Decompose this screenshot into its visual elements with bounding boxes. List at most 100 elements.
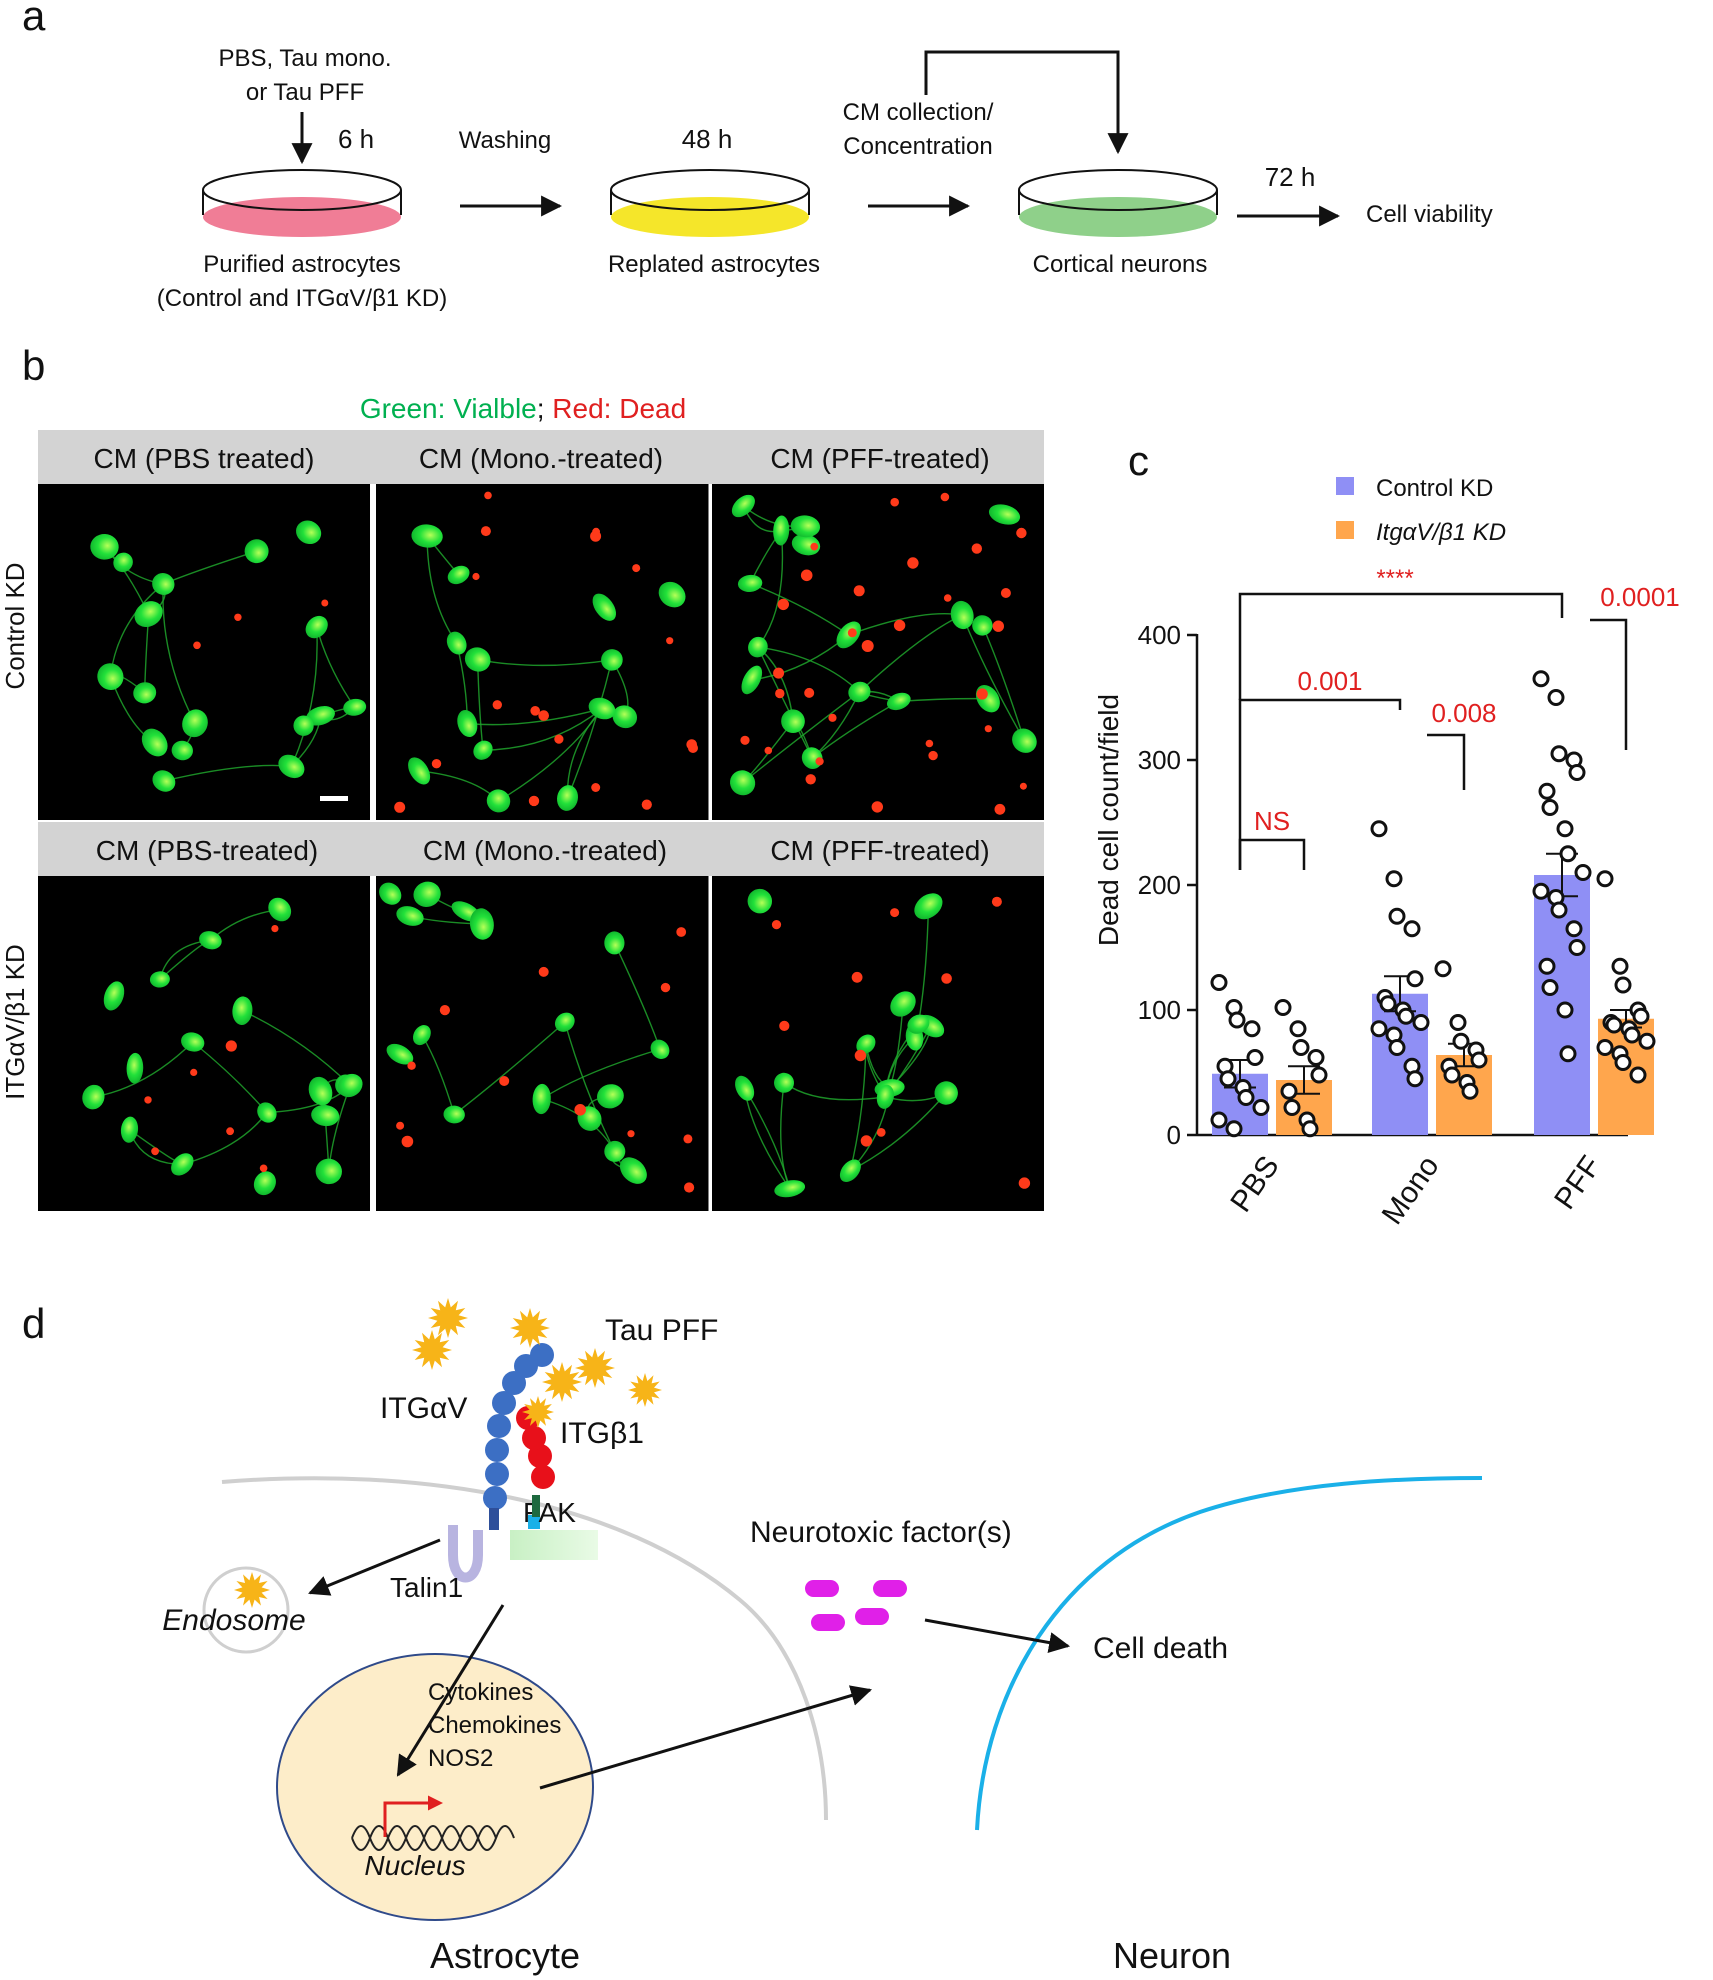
data-point bbox=[1403, 920, 1421, 938]
dead-cell bbox=[854, 1049, 867, 1062]
cm-label-line2: Concentration bbox=[843, 133, 992, 160]
viable-cell bbox=[588, 697, 616, 720]
time-6h: 6 h bbox=[338, 124, 374, 154]
secretion-arrow bbox=[539, 1685, 873, 1790]
dead-cell bbox=[439, 1005, 450, 1016]
viable-cell bbox=[650, 1039, 670, 1059]
bracket-mono-label: 0.008 bbox=[1431, 698, 1496, 728]
neurotoxic-label: Neurotoxic factor(s) bbox=[750, 1516, 1012, 1549]
dead-cell bbox=[684, 1182, 695, 1193]
dead-cell bbox=[144, 1096, 152, 1104]
bracket-mono bbox=[1427, 733, 1466, 790]
dead-cell bbox=[1019, 782, 1027, 790]
dish3-label: Cortical neurons bbox=[1033, 251, 1208, 278]
neurite bbox=[566, 659, 613, 799]
micrograph-grid bbox=[38, 484, 1044, 1211]
dead-cell bbox=[151, 1147, 160, 1156]
legend-label-control: Control KD bbox=[1376, 475, 1493, 502]
viable-cell bbox=[134, 601, 163, 628]
dead-cell bbox=[632, 564, 641, 573]
y-tick-label: 300 bbox=[1138, 745, 1181, 775]
viable-cell bbox=[113, 552, 133, 573]
viable-cell bbox=[619, 1157, 647, 1184]
dead-cell bbox=[554, 734, 564, 744]
dead-cell bbox=[225, 1040, 237, 1052]
legend-green-text: Green: Vialble bbox=[360, 393, 537, 424]
x-tick-label: PBS bbox=[1224, 1150, 1285, 1218]
data-point bbox=[1370, 1020, 1388, 1038]
viable-cell bbox=[278, 754, 305, 779]
itgav-domain bbox=[530, 1343, 554, 1367]
data-point bbox=[1547, 689, 1565, 706]
data-point bbox=[1228, 1011, 1246, 1029]
itgb1-domain bbox=[522, 1426, 546, 1450]
row2-header-pff: CM (PFF-treated) bbox=[770, 835, 989, 866]
neuron-label: Neuron bbox=[1113, 1935, 1231, 1976]
dead-cell bbox=[401, 1135, 414, 1148]
micrograph-tile bbox=[38, 876, 370, 1211]
viable-cell bbox=[886, 692, 911, 711]
viable-cell bbox=[781, 709, 805, 734]
data-point bbox=[1412, 1014, 1430, 1031]
viable-cell bbox=[839, 1159, 861, 1182]
viable-cell bbox=[97, 663, 124, 691]
data-point bbox=[1246, 1049, 1264, 1066]
dead-cell bbox=[538, 966, 549, 977]
data-point bbox=[1461, 1082, 1479, 1100]
data-point bbox=[1219, 1070, 1237, 1088]
neurite bbox=[917, 906, 930, 1025]
dead-cell bbox=[394, 801, 406, 813]
itgav-label: ITGαV bbox=[380, 1392, 467, 1425]
data-point bbox=[1292, 1039, 1310, 1056]
dead-cell bbox=[666, 637, 674, 645]
viable-cell bbox=[408, 757, 431, 785]
data-point bbox=[1614, 976, 1632, 994]
dead-cell bbox=[815, 757, 824, 766]
data-point bbox=[1565, 920, 1583, 938]
row1-header-mono: CM (Mono.-treated) bbox=[419, 443, 663, 474]
data-point bbox=[1550, 745, 1568, 763]
row-label-itg-kd: ITGαV/β1 KD bbox=[0, 944, 30, 1100]
cell-death-label: Cell death bbox=[1093, 1632, 1228, 1665]
viable-cell bbox=[876, 1084, 894, 1109]
viable-cell bbox=[296, 520, 322, 545]
viable-cell bbox=[257, 1102, 277, 1123]
dead-cell bbox=[321, 599, 329, 607]
itgb1-tail bbox=[532, 1495, 540, 1517]
data-point bbox=[1470, 1051, 1488, 1069]
row1-header-pbs: CM (PBS treated) bbox=[94, 443, 315, 474]
micrograph-tile bbox=[376, 484, 709, 820]
endosome bbox=[202, 1566, 290, 1654]
fak-label: FAK bbox=[523, 1497, 576, 1528]
nucleus-label: Nucleus bbox=[364, 1850, 465, 1881]
data-point bbox=[1310, 1066, 1328, 1084]
viable-cell bbox=[934, 1081, 958, 1105]
y-tick-label: 0 bbox=[1167, 1120, 1181, 1150]
itgb1-domain bbox=[531, 1465, 555, 1489]
dish1-label-line1: Purified astrocytes bbox=[203, 251, 400, 278]
viable-cell bbox=[592, 593, 617, 621]
neurite bbox=[477, 658, 612, 667]
data-point bbox=[1379, 995, 1397, 1013]
data-point bbox=[1532, 670, 1550, 688]
micrograph-tile bbox=[376, 876, 709, 1211]
dead-cell bbox=[971, 543, 982, 554]
dead-cell bbox=[1018, 1177, 1031, 1189]
y-tick-label: 400 bbox=[1138, 620, 1181, 650]
data-point bbox=[1556, 820, 1574, 838]
legend-swatch-itg bbox=[1336, 521, 1354, 539]
dead-cell bbox=[660, 982, 671, 993]
viable-cell bbox=[601, 649, 623, 671]
neurite bbox=[453, 1021, 566, 1116]
viable-cell bbox=[988, 504, 1021, 525]
viable-cell bbox=[446, 631, 467, 655]
row2-header-bar bbox=[38, 822, 1044, 876]
itgav-domain bbox=[492, 1391, 516, 1415]
dead-cell bbox=[686, 739, 697, 750]
data-point bbox=[1538, 782, 1556, 800]
dead-cell bbox=[805, 774, 816, 785]
dead-cell bbox=[641, 799, 652, 810]
dead-cell bbox=[226, 1127, 235, 1136]
dead-cell bbox=[530, 706, 540, 716]
